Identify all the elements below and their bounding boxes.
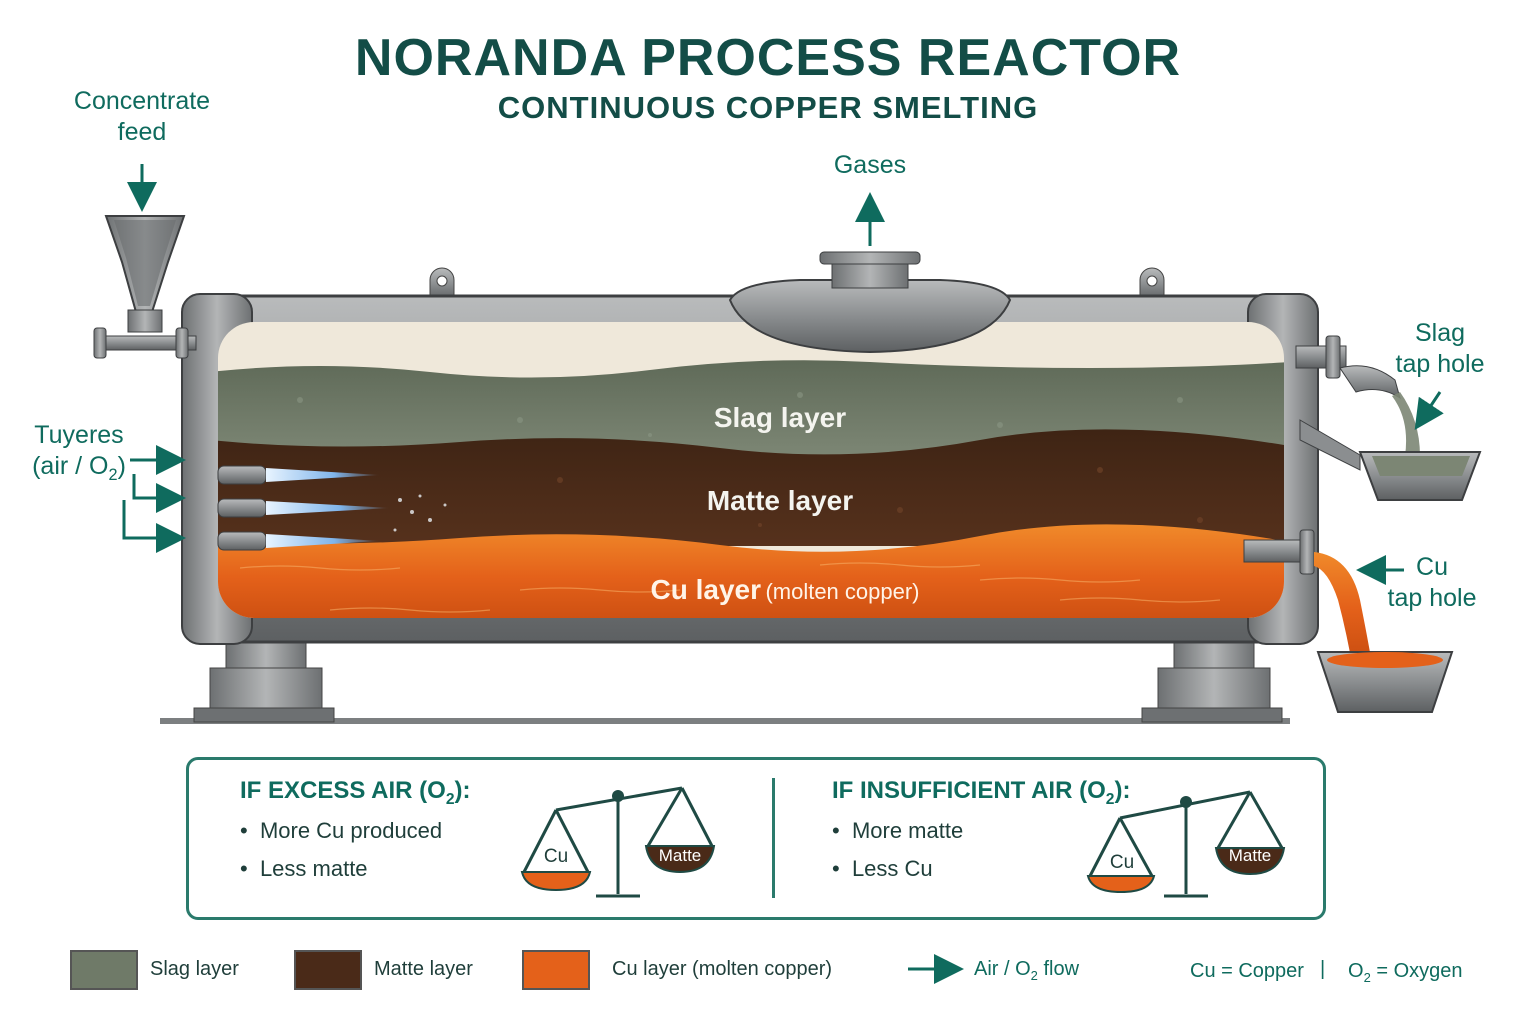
scale-excess-left-label: Cu (543, 846, 569, 867)
tuyere-pipes (217, 465, 447, 551)
reactor-interior (218, 322, 1284, 618)
insufficient-air-title: IF INSUFFICIENT AIR (O2): (832, 777, 1131, 808)
cu-layer-fill (218, 524, 1284, 618)
page-subtitle: CONTINUOUS COPPER SMELTING (497, 90, 1039, 125)
matte-layer-fill (218, 429, 1284, 546)
gases-label: Gases (833, 151, 907, 179)
legend-matte-swatch (294, 950, 362, 990)
cu-tap-spout (1243, 529, 1454, 713)
scale-insufficient-left-label: Cu (1109, 852, 1135, 873)
scale-excess-right-label: Matte (658, 846, 702, 865)
insufficient-item-2: • Less Cu (832, 856, 933, 881)
legend-o2-definition: O2 = Oxygen (1348, 960, 1463, 985)
excess-item-1: • More Cu produced (240, 818, 443, 843)
slag-tap-spout (1295, 335, 1482, 501)
insufficient-item-1: • More matte (832, 818, 964, 843)
panel-divider (772, 778, 775, 898)
excess-air-title: IF EXCESS AIR (O2): (240, 777, 471, 808)
legend-flow-label: Air / O2 flow (974, 958, 1080, 983)
scale-insufficient-right-label: Matte (1228, 846, 1272, 865)
left-support (193, 639, 335, 723)
matte-layer-label: Matte layer (706, 485, 854, 516)
slag-layer-label: Slag layer (713, 402, 847, 433)
legend-slag-label: Slag layer (150, 958, 239, 980)
page-title: NORANDA PROCESS REACTOR (354, 29, 1182, 87)
legend-cu-definition: Cu = Copper (1190, 960, 1304, 982)
tuyeres-label: Tuyeres (air / O2) (32, 421, 126, 484)
cu-layer-label: Cu layer (molten copper) (650, 574, 920, 605)
tuyere-flow-arrows (122, 445, 186, 553)
legend-slag-swatch (70, 950, 138, 990)
feed-hopper (93, 215, 197, 359)
slag-layer-fill (218, 360, 1284, 455)
legend-matte-label: Matte layer (374, 958, 473, 980)
legend-cu-label: Cu layer (molten copper) (612, 958, 833, 980)
legend-cu-swatch (522, 950, 590, 990)
right-support (1141, 639, 1283, 723)
legend-separator: | (1320, 958, 1326, 980)
excess-item-2: • Less matte (240, 856, 368, 881)
